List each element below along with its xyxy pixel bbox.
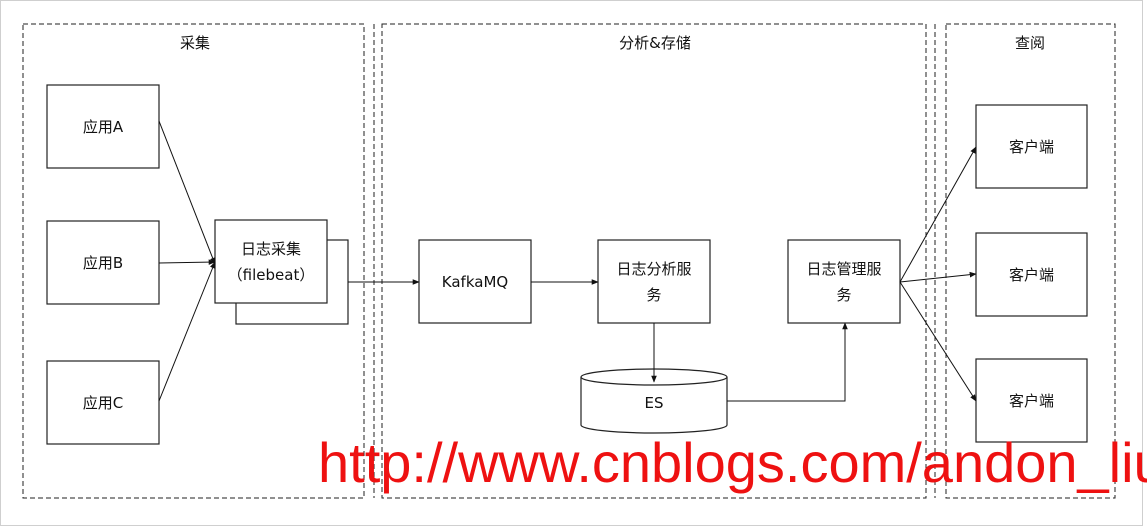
edge-manage-client-3 [899,281,977,402]
zone-title-analyze: 分析&存储 [619,34,691,52]
zone-view [945,23,1116,499]
client-2-label: 客户端 [1008,265,1054,284]
zone-title-collect: 采集 [179,34,210,52]
collector-label: 日志采集 （filebeat） [215,220,327,303]
client-1-box [975,104,1088,189]
collector-label-line1: 日志采集 [240,239,301,258]
es-label: ES [644,394,664,412]
client-3-label: 客户端 [1008,391,1054,410]
analysis-label: 日志分析服 务 [598,240,710,323]
app-b-label: 应用B [82,253,124,272]
app-a-label: 应用A [82,117,124,136]
manage-box [787,239,901,324]
edge-app-a-collector [158,120,216,265]
zone-collect [22,23,365,499]
analysis-label-line1: 日志分析服 [616,259,692,278]
client-2-box [975,232,1088,317]
analysis-box [597,239,711,324]
kafka-label: KafkaMQ [441,272,509,291]
manage-label-line1: 日志管理服 [806,259,882,278]
analysis-label-line2: 务 [646,285,662,304]
app-c-box [46,360,160,445]
zone-title-view: 查阅 [1014,34,1045,52]
edge-app-c-collector [158,261,216,402]
zone-analyze [381,23,927,499]
manage-label-line2: 务 [836,285,852,304]
edge-manage-client-1 [899,146,977,283]
app-a-box [46,84,160,169]
edge-app-b-collector [158,259,216,265]
manage-label: 日志管理服 务 [788,240,900,323]
watermark-url: http://www.cnblogs.com/andon_liu [318,431,1147,494]
app-c-label: 应用C [82,393,124,412]
edge-es-manage [727,322,848,402]
client-3-box [975,358,1088,443]
collector-label-line2: （filebeat） [227,265,315,284]
edge-manage-client-2 [899,271,977,283]
client-1-label: 客户端 [1008,137,1054,156]
